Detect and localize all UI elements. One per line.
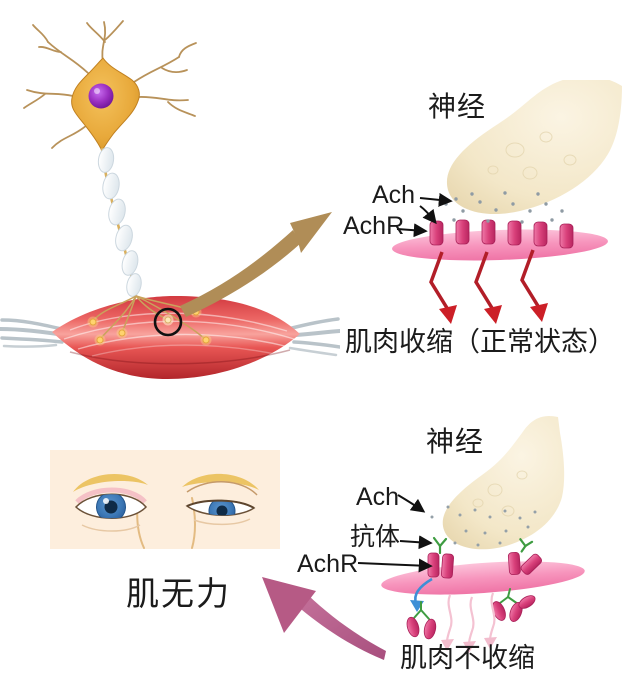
face-skin [50, 450, 280, 549]
zoom-arrow [180, 212, 332, 317]
label-arrows [396, 192, 453, 238]
antibody-icon [519, 538, 534, 553]
nerve-terminal [442, 415, 565, 550]
ach-label-mg: Ach [356, 483, 400, 511]
contraction-arrows [429, 249, 548, 324]
internalized-receptors [406, 601, 437, 640]
muscle-body [52, 296, 300, 379]
blocked-signal-arrows [441, 592, 497, 653]
muscle-membrane [392, 229, 608, 261]
nerve-label-normal: 神经 [428, 91, 487, 122]
blocked-receptor-pair [507, 538, 543, 576]
antibody-icon [432, 536, 448, 555]
tendon-right [288, 317, 340, 357]
blocked-receptor-pair [427, 536, 454, 579]
terminal-boutons [87, 306, 212, 346]
left-eye-open [74, 487, 147, 532]
caption-mg: 肌肉不收缩 [400, 643, 535, 673]
nucleus [88, 83, 114, 109]
achr-label-normal: AchR [343, 212, 405, 240]
antibody-label-mg: 抗体 [350, 523, 401, 551]
achr-label-mg: AchR [297, 550, 359, 578]
dendrites [23, 20, 197, 149]
eyes-illustration [50, 450, 280, 549]
nerve-label-mg: 神经 [426, 426, 485, 457]
muscle-membrane [381, 561, 585, 595]
caption-normal: 肌肉收缩（正常状态） [345, 327, 615, 357]
ach-molecules [430, 505, 537, 547]
ach-receptors [429, 219, 574, 249]
internalized-receptors [492, 588, 536, 622]
zoom-circle [153, 307, 183, 337]
synaptic-vesicles [472, 470, 528, 517]
ach-label-normal: Ach [372, 181, 416, 209]
nerve-terminal [446, 80, 622, 214]
caption-eyes: 肌无力 [126, 575, 231, 612]
result-arrow-mauve [262, 577, 386, 660]
myelin-sheath [97, 147, 142, 297]
neuron-muscle-illustration [0, 20, 340, 379]
myasthenia-junction-illustration [357, 415, 585, 653]
right-eye-ptosis [185, 481, 258, 526]
label-arrows [357, 494, 433, 573]
normal-junction-illustration [392, 80, 622, 324]
synaptic-vesicles [487, 131, 577, 180]
left-eyebrow [73, 474, 148, 492]
